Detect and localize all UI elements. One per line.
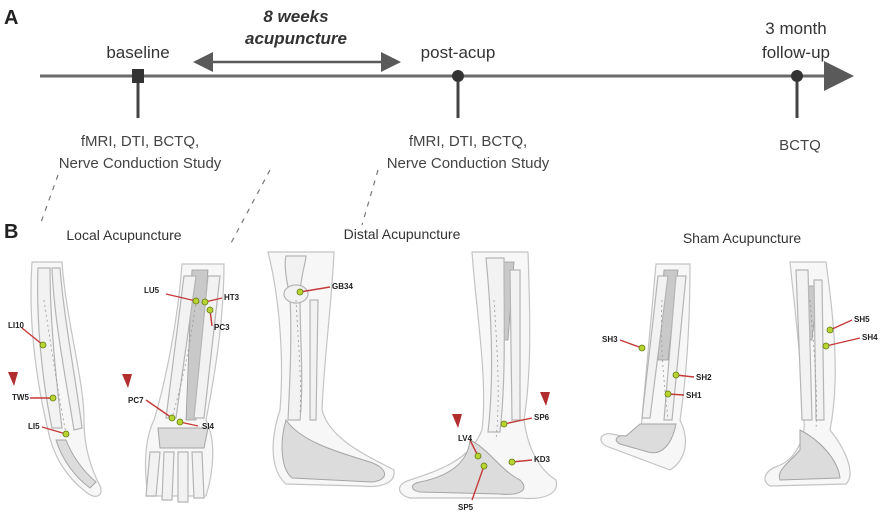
acupoint-tw5-label: TW5: [12, 393, 29, 402]
baseline-label: baseline: [106, 43, 169, 62]
acupoint-pc7-label: PC7: [128, 396, 144, 405]
local-forearm-right: [144, 263, 225, 503]
followup-line1: 3 month: [765, 19, 826, 38]
baseline-marker: [132, 69, 144, 83]
followup-marker: [791, 70, 803, 82]
post-acup-label: post-acup: [421, 43, 496, 62]
acupoint-tw5: [49, 394, 57, 402]
acupoint-sh2-label: SH2: [696, 373, 712, 382]
sham-forearm-left: [600, 263, 691, 471]
acupoint-sh4: [822, 342, 830, 350]
acupoint-sh1-label: SH1: [686, 391, 702, 400]
needle-icon: [540, 392, 550, 406]
baseline-measures-line1: fMRI, DTI, BCTQ,: [81, 133, 199, 150]
distal-left-points: GB34: [296, 282, 353, 296]
distal-leg-right: [398, 251, 558, 500]
acupoint-sh2: [672, 371, 680, 379]
acupoint-sp5-label: SP5: [458, 503, 474, 512]
panel-connectors: [39, 169, 379, 246]
distal-right-points: SP6 LV4 KD3 SP5: [452, 392, 551, 512]
needle-icon: [452, 414, 462, 428]
acupoint-gb34: [296, 288, 304, 296]
acupoint-sh4-label: SH4: [862, 333, 878, 342]
acupoint-ht3: [201, 298, 209, 306]
local-acupuncture-title: Local Acupuncture: [66, 227, 181, 243]
post-measures-line2: Nerve Conduction Study: [387, 155, 550, 172]
local-left-points: LI10 TW5 LI5: [8, 321, 70, 438]
acupoint-li10-label: LI10: [8, 321, 25, 330]
acupoint-kd3: [508, 458, 516, 466]
acupoint-li10: [39, 341, 47, 349]
acupoint-ht3-label: HT3: [224, 293, 240, 302]
acupoint-pc3-label: PC3: [214, 323, 230, 332]
acupoint-sh1: [664, 390, 672, 398]
panel-label-a: A: [4, 7, 18, 29]
acupoint-gb34-label: GB34: [332, 282, 353, 291]
panel-label-b: B: [4, 221, 18, 243]
acupoint-sh3: [638, 344, 646, 352]
acupoint-sh5-label: SH5: [854, 315, 870, 324]
sham-acupuncture-title: Sham Acupuncture: [683, 230, 802, 246]
acupoint-sh3-label: SH3: [602, 335, 618, 344]
duration-line1: 8 weeks: [263, 7, 328, 26]
sham-leg-right: [764, 261, 851, 487]
acupoint-lu5: [192, 297, 200, 305]
needle-icon: [122, 374, 132, 388]
acupoint-li5-label: LI5: [28, 422, 40, 431]
acupoint-lv4: [474, 452, 482, 460]
distal-acupuncture-title: Distal Acupuncture: [344, 226, 461, 242]
sham-right-points: SH5 SH4: [822, 315, 878, 350]
acupoint-si4-label: SI4: [202, 422, 215, 431]
distal-leg-left: [267, 251, 395, 488]
acupoint-sp6-label: SP6: [534, 413, 550, 422]
local-right-points: LU5 HT3 PC3 PC7 SI4: [122, 286, 240, 431]
acupoint-pc7: [168, 414, 176, 422]
acupoint-pc3: [206, 306, 214, 314]
local-forearm-left: [30, 261, 102, 497]
acupoint-si4: [176, 418, 184, 426]
sham-left-points: SH3 SH2 SH1: [602, 335, 712, 400]
needle-icon: [8, 372, 18, 386]
acupoint-lu5-label: LU5: [144, 286, 160, 295]
followup-line2: follow-up: [762, 43, 830, 62]
acupoint-li5: [62, 430, 70, 438]
duration-line2: acupuncture: [245, 29, 347, 48]
followup-measures: BCTQ: [779, 137, 821, 154]
post-measures-line1: fMRI, DTI, BCTQ,: [409, 133, 527, 150]
acupoint-sp5: [480, 462, 488, 470]
post-acup-marker: [452, 70, 464, 82]
acupoint-kd3-label: KD3: [534, 455, 551, 464]
acupoint-lv4-label: LV4: [458, 434, 473, 443]
acupoint-sh5: [826, 326, 834, 334]
acupoint-sp6: [500, 420, 508, 428]
baseline-measures-line2: Nerve Conduction Study: [59, 155, 222, 172]
